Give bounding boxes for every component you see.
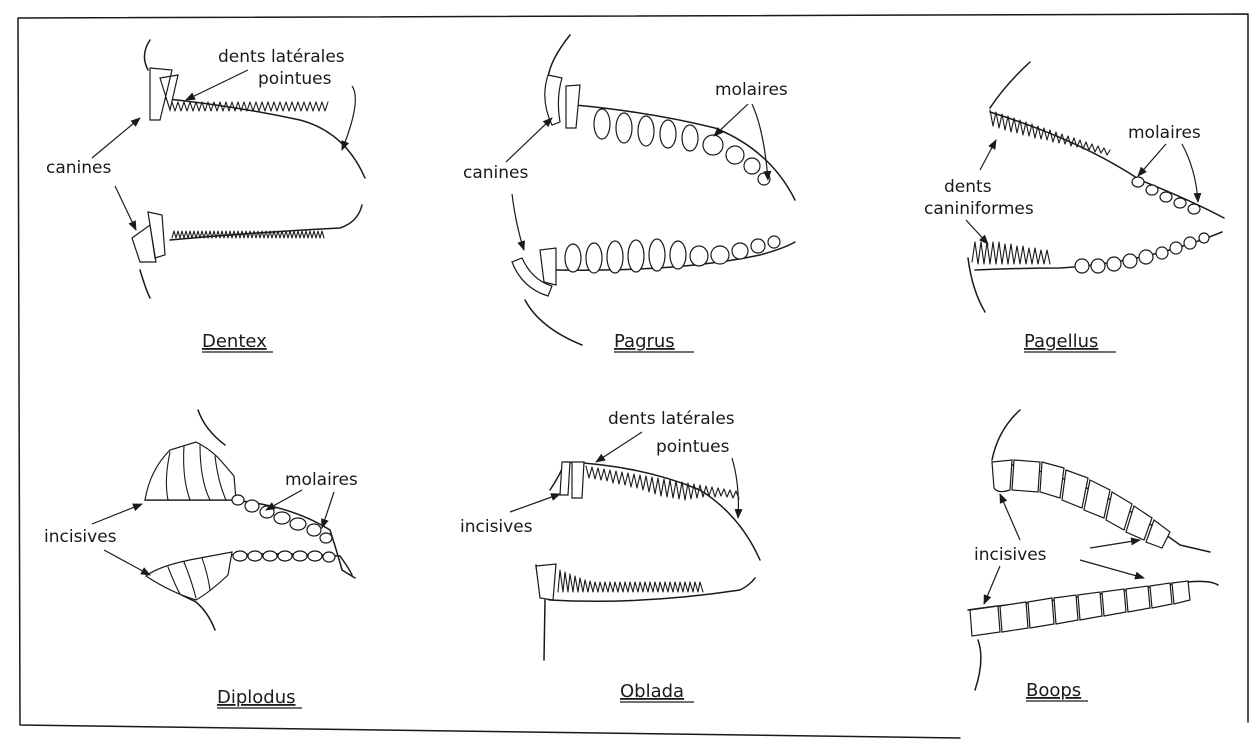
pagellus-genus: Pagellus [1024, 331, 1098, 352]
dentex-label-canines: canines [46, 158, 111, 178]
boops-arrow-incisives-right-2 [1080, 560, 1144, 578]
dentex-label-pointues: pointues [258, 69, 332, 89]
dentex-arrow-pointues [342, 86, 355, 150]
oblada-label-pointues: pointues [656, 437, 730, 457]
boops-genus: Boops [1026, 680, 1081, 701]
boops-arrow-incisives-down [984, 566, 1000, 604]
diplodus-upper-molars [232, 495, 332, 543]
pagellus-label-caniniformes: caniniformes [924, 199, 1034, 219]
diplodus-arrow-molaires-1 [266, 490, 302, 510]
pagellus-arrow-molaires-1 [1138, 144, 1166, 176]
dentex-arrow-canine-down [115, 186, 136, 230]
oblada-upper-teeth [586, 466, 739, 500]
panel-diplodus: molaires incisives Diplodus [44, 410, 358, 708]
dentex-lower-canine [132, 212, 165, 262]
panel-boops: incisives Boops [968, 410, 1218, 701]
diplodus-label-molaires: molaires [285, 470, 358, 490]
pagrus-lower-canines [512, 248, 556, 296]
oblada-upper-incisives [560, 462, 584, 498]
oblada-arrow-incisives [510, 494, 560, 512]
oblada-arrow-dents [596, 432, 642, 462]
diplodus-arrow-incisives-down [104, 550, 150, 575]
pagellus-arrow-caniniformes-down [966, 220, 988, 244]
pagrus-arrow-molaires-1 [714, 104, 748, 136]
diplodus-arrow-molaires-2 [322, 492, 334, 528]
boops-arrow-incisives-right-1 [1090, 540, 1140, 548]
pagellus-label-molaires: molaires [1128, 123, 1201, 143]
dentex-genus: Dentex [202, 331, 267, 352]
boops-upper-incisives [992, 460, 1170, 548]
panel-pagrus: molaires canines Pagrus [463, 35, 795, 352]
dentex-label-dents-laterales: dents latérales [218, 47, 345, 67]
figure-frame [18, 14, 1248, 738]
dentex-arrow-dents [186, 70, 248, 100]
dentex-lower-jaw [140, 205, 362, 298]
pagellus-arrow-caniniformes-up [980, 140, 996, 170]
panel-pagellus: molaires dents caniniformes Pagellus [924, 62, 1224, 352]
boops-arrow-incisives-up [1000, 494, 1020, 540]
panel-dentex: dents latérales pointues canines Dentex [46, 40, 365, 352]
oblada-lower-teeth [558, 570, 703, 592]
pagrus-genus: Pagrus [614, 331, 675, 352]
oblada-genus: Oblada [620, 681, 684, 702]
oblada-lower-incisives [536, 564, 556, 600]
dentex-arrow-canine-up [92, 118, 140, 158]
boops-label-incisives: incisives [974, 545, 1047, 565]
oblada-arrow-pointues [732, 458, 738, 518]
diplodus-genus: Diplodus [217, 687, 296, 708]
boops-lower-incisives [970, 581, 1190, 636]
pagellus-lower-teeth [972, 242, 1050, 264]
dentex-upper-canine [150, 68, 178, 120]
oblada-label-dents-laterales: dents latérales [608, 409, 735, 429]
diplodus-lower-molars [233, 551, 335, 562]
dentex-lower-teeth [172, 231, 324, 238]
pagellus-lower-molars [1075, 233, 1209, 273]
panel-oblada: dents latérales pointues incisives Oblad… [460, 409, 760, 702]
pagrus-label-canines: canines [463, 163, 528, 183]
pagellus-arrow-molaires-2 [1182, 144, 1198, 202]
pagellus-label-dents: dents [944, 177, 992, 197]
oblada-label-incisives: incisives [460, 517, 533, 537]
pagellus-upper-teeth [990, 110, 1110, 155]
diplodus-arrow-incisives-up [92, 504, 142, 524]
pagellus-upper-molars [1132, 177, 1200, 214]
pagrus-upper-jaw [548, 35, 795, 200]
pagrus-label-molaires: molaires [715, 80, 788, 100]
pagrus-arrow-canine-up [506, 118, 552, 162]
pagrus-arrow-canine-down [512, 194, 524, 250]
oblada-lower-jaw [536, 565, 755, 660]
diplodus-label-incisives: incisives [44, 527, 117, 547]
